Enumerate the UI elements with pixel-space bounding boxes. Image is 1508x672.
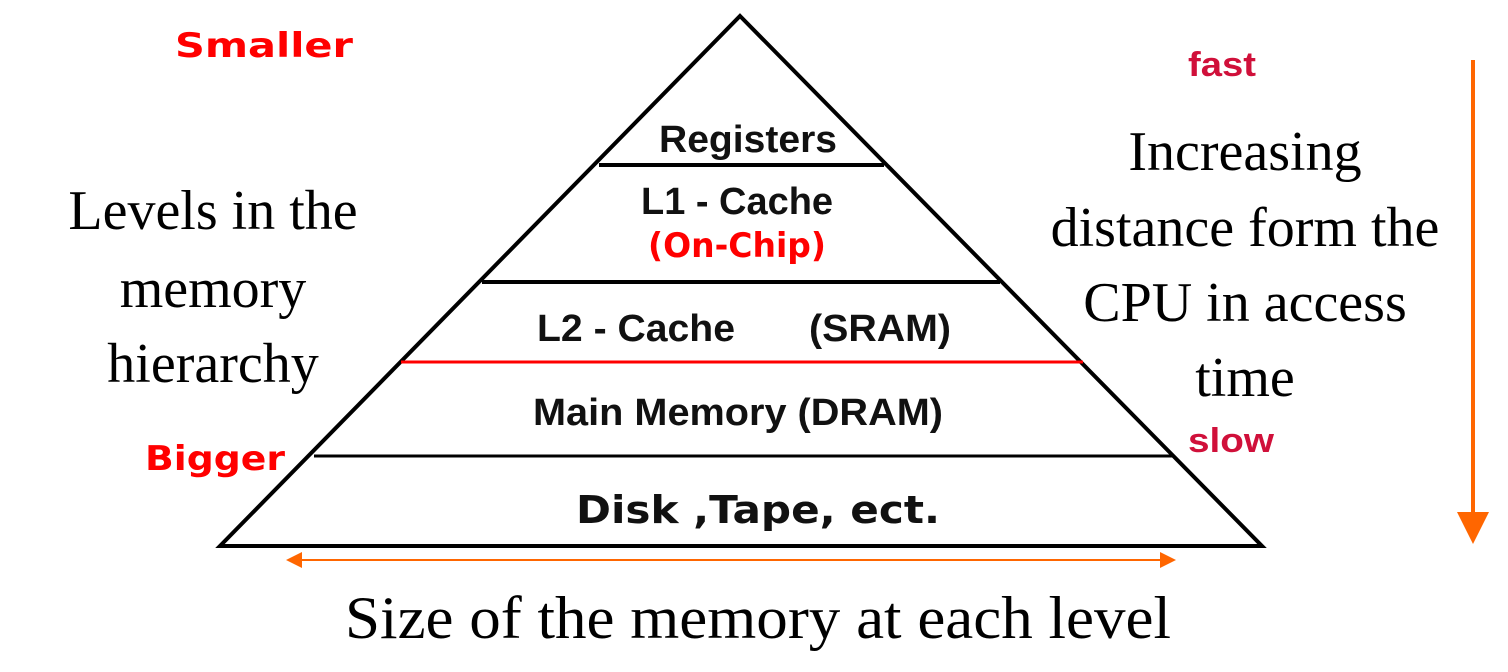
- distance-caption-line-4: time: [1195, 347, 1295, 409]
- slow-label: slow: [1188, 422, 1275, 460]
- tier-registers-label: Registers: [659, 119, 837, 161]
- tier-disk-tape-label: Disk ,Tape, ect.: [576, 488, 940, 532]
- tier-l1-cache-label: L1 - Cache: [641, 181, 833, 223]
- distance-caption-line-2: distance form the: [1051, 197, 1440, 259]
- fast-label: fast: [1188, 46, 1256, 84]
- tier-l2-cache-sublabel: (SRAM): [809, 308, 951, 350]
- bigger-label: Bigger: [145, 439, 285, 479]
- distance-caption-line-1: Increasing: [1128, 121, 1361, 183]
- smaller-label: Smaller: [175, 26, 353, 66]
- levels-caption-line-3: hierarchy: [107, 333, 318, 395]
- levels-caption-line-2: memory: [120, 258, 307, 320]
- tier-l1-cache-sublabel: (On-Chip): [648, 226, 826, 266]
- tier-l2-cache-label: L2 - Cache: [537, 308, 735, 350]
- distance-caption-line-3: CPU in access: [1083, 272, 1407, 334]
- tier-main-memory-label: Main Memory (DRAM): [533, 392, 943, 434]
- levels-caption-line-1: Levels in the: [68, 180, 357, 242]
- size-caption: Size of the memory at each level: [345, 585, 1171, 651]
